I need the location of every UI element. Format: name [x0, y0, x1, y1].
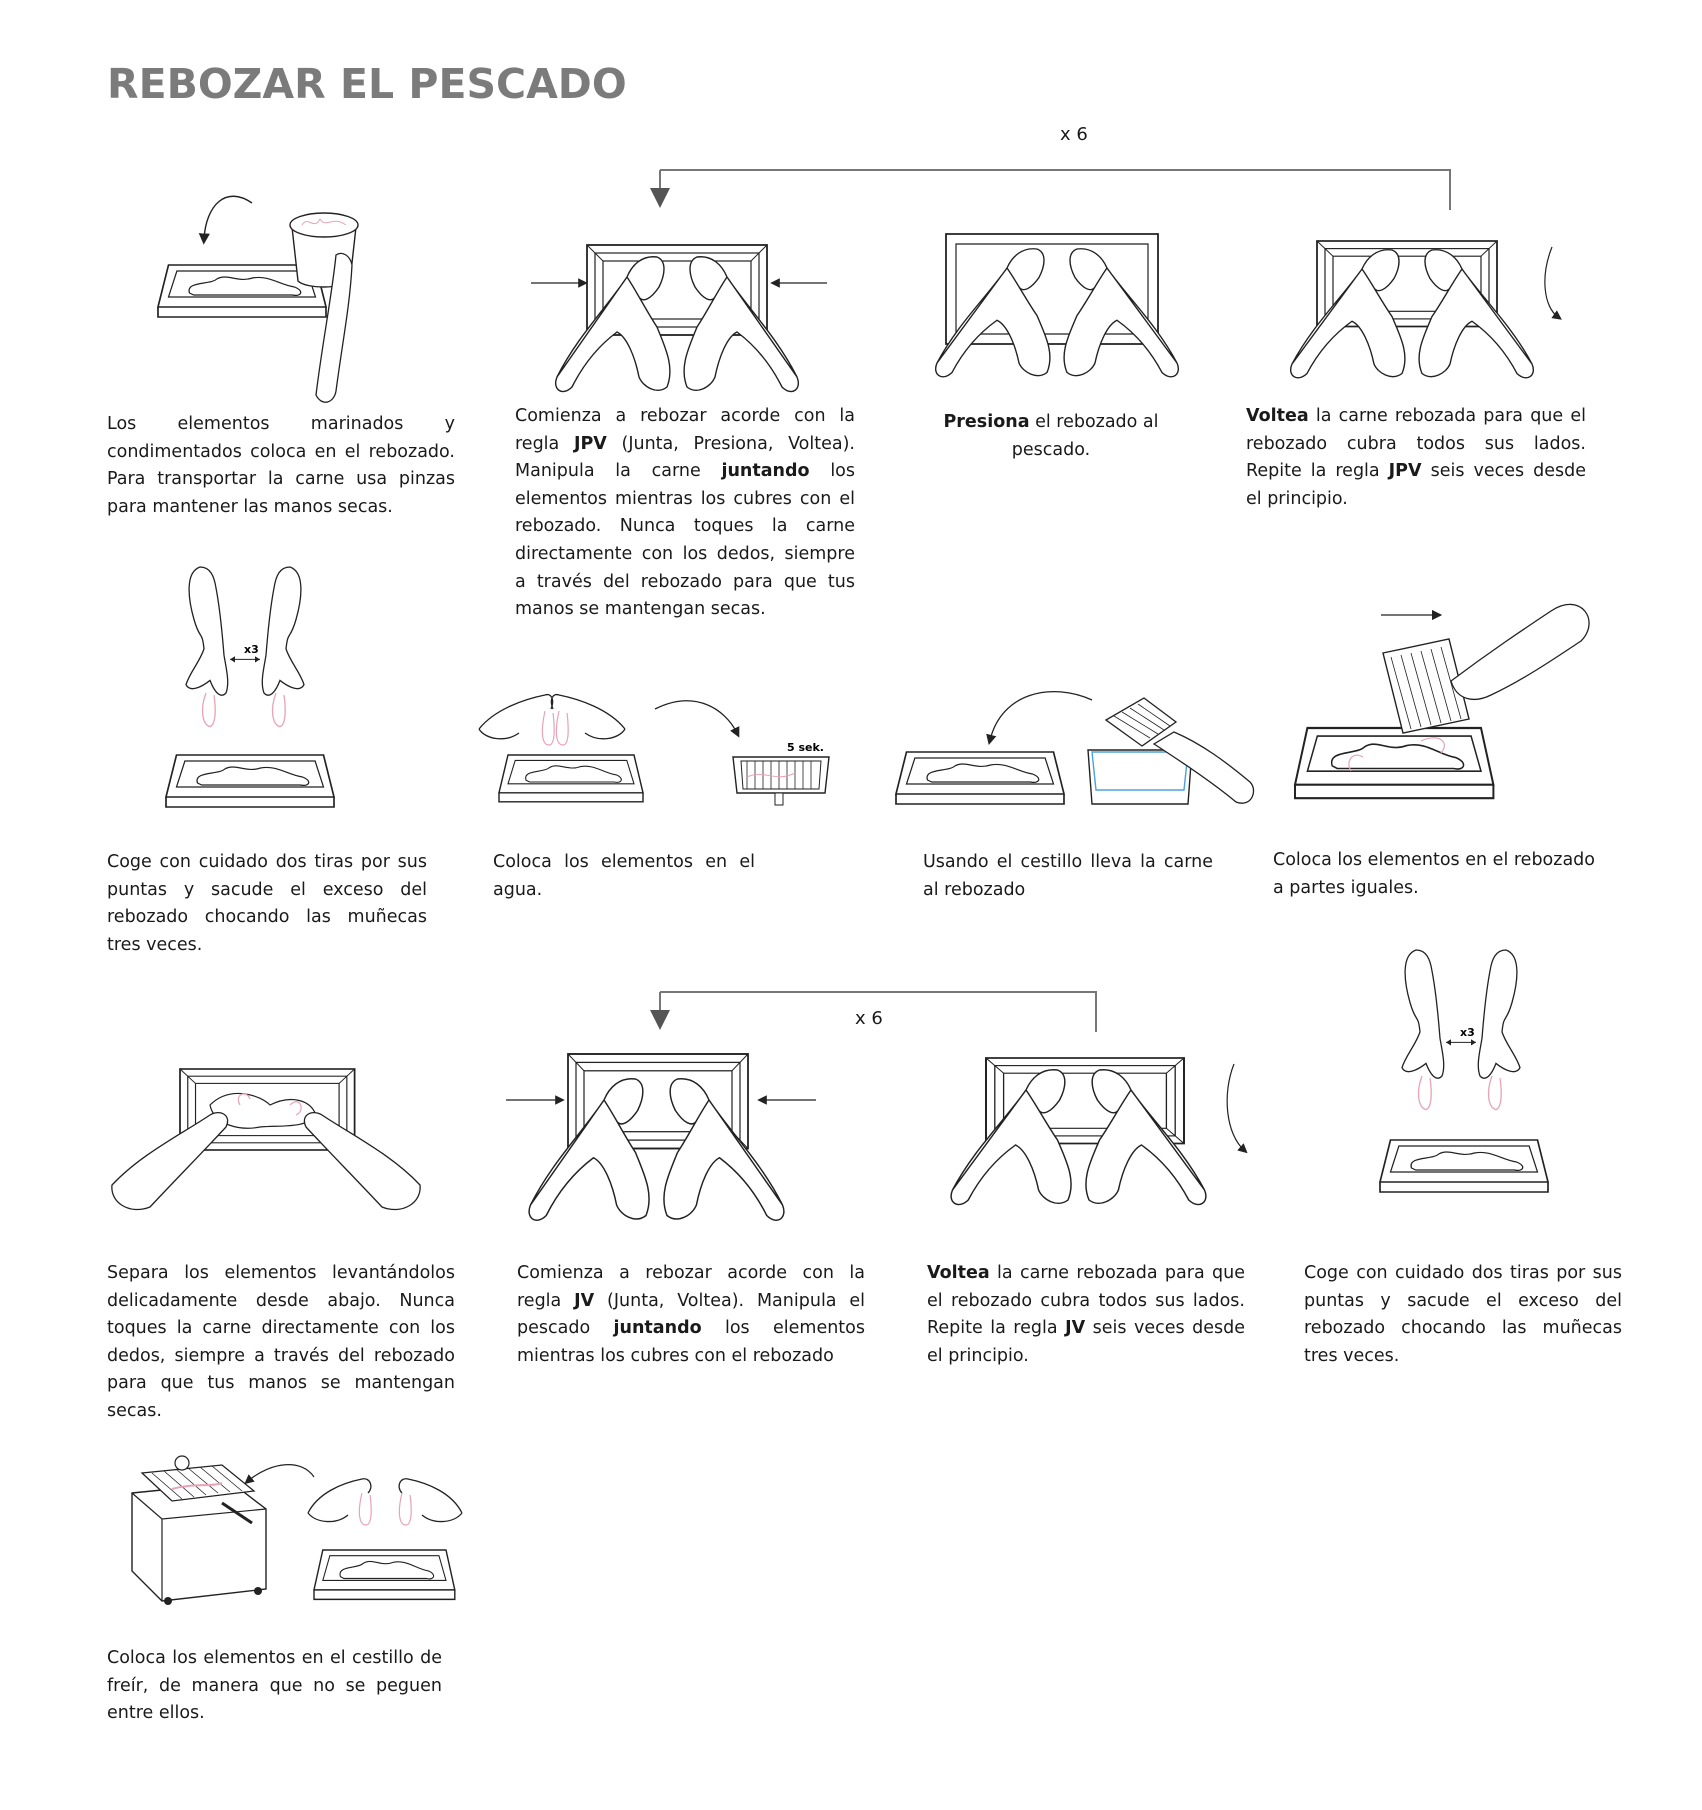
- repeat-bracket-top: [650, 169, 1451, 210]
- step-8-text: Coloca los elementos en el rebozado a pa…: [1273, 850, 1595, 898]
- step-7-text: Usando el cestillo lleva la carne al reb…: [923, 852, 1213, 900]
- step-1-text: Los elementos marinados y condimentados …: [107, 414, 455, 517]
- illustration-into-water: 5 sek.: [475, 689, 840, 819]
- step-13-text: Coloca los elementos en el cestillo de f…: [107, 1648, 442, 1724]
- illustration-join: [527, 244, 832, 393]
- step-9-text: Separa los elementos levantándolos delic…: [107, 1263, 455, 1421]
- x3-label: x3: [244, 643, 259, 656]
- step-5-text: Coge con cuidado dos tiras por sus punta…: [107, 852, 427, 955]
- illustration-fryer-basket: [122, 1453, 467, 1605]
- step-12-text: Coge con cuidado dos tiras por sus punta…: [1304, 1263, 1622, 1366]
- step-6-text: Coloca los elementos en el agua.: [493, 852, 755, 900]
- illustration-flip: [1289, 240, 1562, 379]
- page-title: REBOZAR EL PESCADO: [107, 60, 627, 108]
- illustration-separate: [110, 1068, 422, 1215]
- illustration-place-in-batter: [1293, 591, 1596, 800]
- repeat-label-bottom: x 6: [855, 1008, 883, 1029]
- illustration-basket-to-batter: [895, 672, 1262, 805]
- repeat-bracket-bottom: [650, 991, 1097, 1032]
- arrow-down-icon: [650, 188, 670, 208]
- illustration-flip-2: [950, 1057, 1248, 1206]
- illustration-join-2: [504, 1053, 820, 1221]
- illustration-shake-excess: x3: [165, 566, 335, 808]
- step-4-text: Voltea la carne rebozada para que el reb…: [1246, 406, 1586, 509]
- illustration-press: [934, 232, 1180, 378]
- arrow-down-icon: [650, 1010, 670, 1030]
- step-10-text: Comienza a rebozar acorde con la regla J…: [517, 1263, 865, 1366]
- repeat-label-top: x 6: [1060, 124, 1088, 145]
- illustration-transfer-to-batter: [157, 185, 406, 410]
- step-3-text: Presiona el rebozado al pescado.: [943, 412, 1159, 460]
- illustration-shake-excess-2: x3: [1379, 949, 1549, 1193]
- x3-label: x3: [1460, 1026, 1475, 1039]
- seconds-label: 5 sek.: [787, 741, 824, 754]
- step-11-text: Voltea la carne rebozada para que el reb…: [927, 1263, 1245, 1366]
- step-2-text: Comienza a rebozar acorde con la regla J…: [515, 406, 856, 620]
